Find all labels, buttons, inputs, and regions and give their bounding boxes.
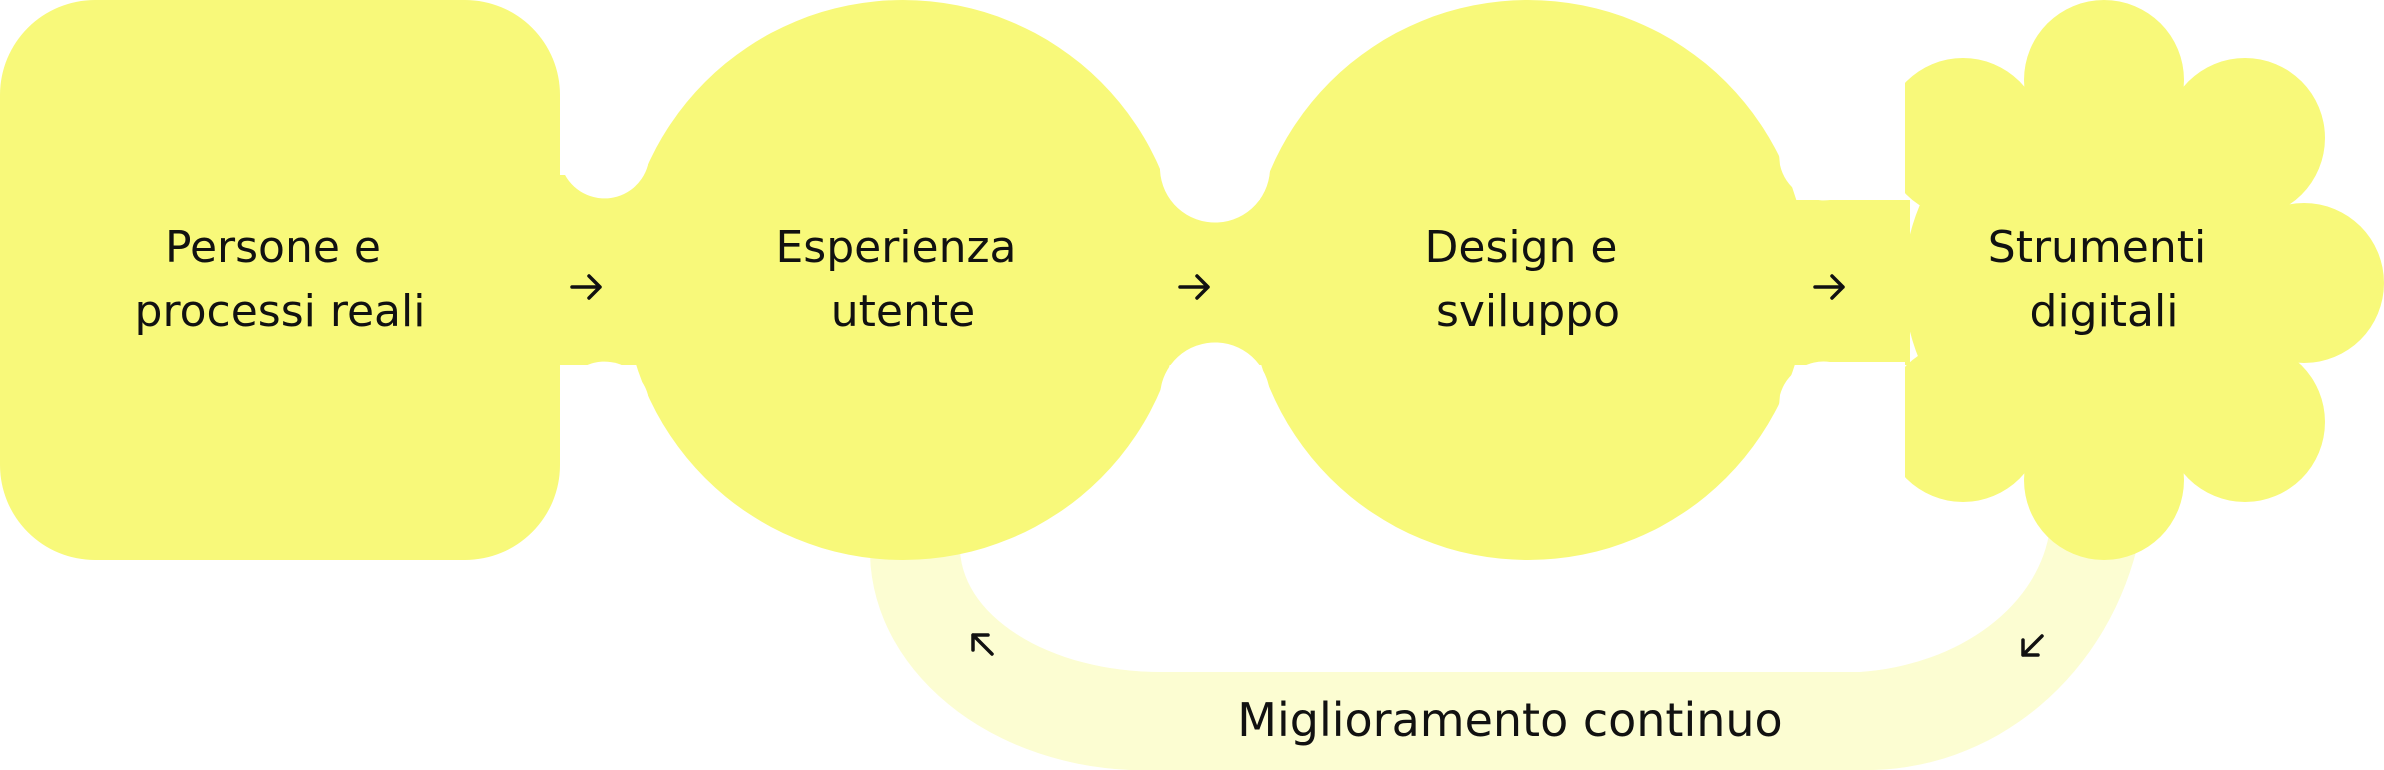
node-design-label: Design e sviluppo [1425,222,1632,337]
node-persone-label: Persone e processi reali [135,222,426,337]
up-left-arrow-icon [971,633,994,656]
shapes-group [0,0,2384,560]
node-strumenti-shape [1883,0,2384,560]
right-arrow-icon [570,274,602,300]
down-left-arrow-icon [2021,634,2044,657]
right-arrow-icon [1813,274,1845,300]
node-esperienza-label: Esperienza utente [775,222,1030,337]
right-arrow-icon [1178,274,1210,300]
feedback-loop-band [870,528,2140,770]
node-esperienza-shape [623,0,1183,560]
node-persone-shape [0,0,560,560]
node-design-shape [1248,0,1808,560]
connector-notches [560,60,1905,500]
loop-label: Miglioramento continuo [1237,693,1782,747]
node-strumenti-label: Strumenti digitali [1988,222,2220,337]
